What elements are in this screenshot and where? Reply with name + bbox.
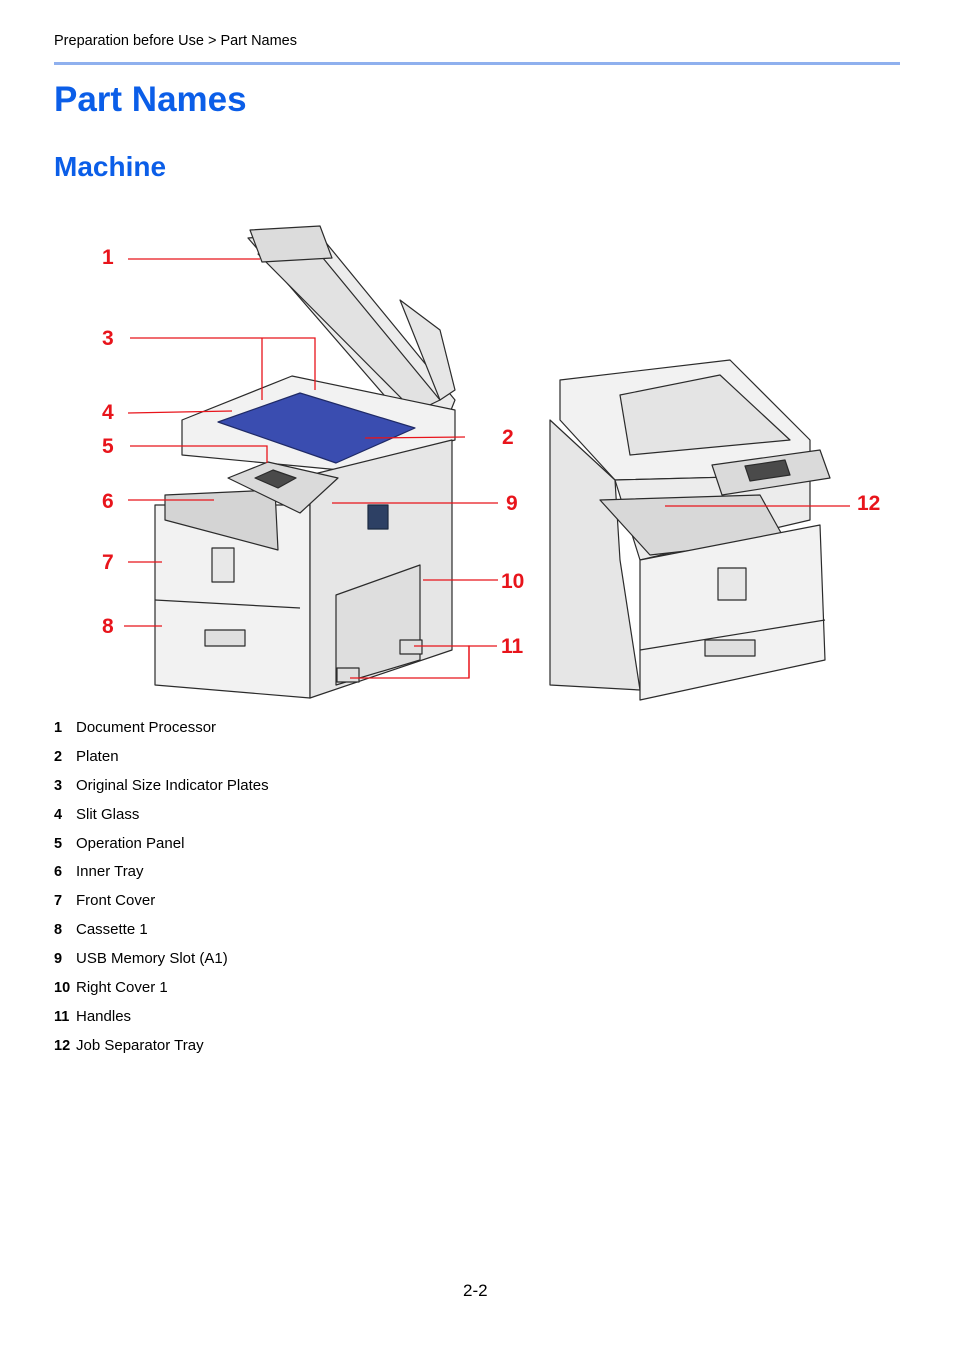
legend-number: 3 [54, 777, 63, 794]
legend-item: 3 Original Size Indicator Plates [54, 777, 269, 806]
legend-number: 6 [54, 864, 63, 881]
callout-1: 1 [102, 246, 114, 269]
callout-3: 3 [102, 327, 114, 350]
callout-9: 9 [506, 492, 518, 515]
legend-item: 8 Cassette 1 [54, 921, 269, 950]
legend-number: 9 [54, 951, 63, 968]
legend-label: Job Separator Tray [76, 1036, 204, 1054]
callout-10: 10 [501, 570, 524, 593]
page-number: 2-2 [463, 1281, 488, 1300]
machine-illustration: 1 2 3 4 5 6 7 8 9 10 11 12 [0, 200, 954, 710]
legend-label: Inner Tray [76, 863, 144, 881]
callout-11: 11 [501, 635, 524, 658]
legend-label: Operation Panel [76, 834, 185, 852]
legend-item: 10 Right Cover 1 [54, 979, 269, 1008]
section-title: Machine [54, 151, 167, 182]
header-rule [54, 62, 900, 65]
leader-lines [124, 258, 850, 679]
legend-label: Original Size Indicator Plates [76, 776, 269, 794]
legend-item: 2 Platen [54, 748, 269, 777]
legend-item: 6 Inner Tray [54, 863, 269, 892]
callout-8: 8 [102, 615, 114, 638]
breadcrumb: Preparation before Use > Part Names [54, 33, 297, 49]
callout-5: 5 [102, 435, 114, 458]
callout-2: 2 [502, 426, 514, 449]
legend-label: Document Processor [76, 719, 217, 736]
callout-12: 12 [857, 492, 880, 515]
legend-label: USB Memory Slot (A1) [76, 950, 228, 968]
callout-4: 4 [102, 401, 114, 424]
legend-label: Handles [76, 1007, 132, 1025]
legend-number: 1 [54, 720, 63, 736]
legend-item: 12 Job Separator Tray [54, 1037, 269, 1066]
legend-label: Slit Glass [76, 805, 140, 823]
legend-item: 4 Slit Glass [54, 806, 269, 835]
legend-number: 2 [54, 748, 63, 765]
legend-number: 4 [54, 806, 63, 823]
legend-label: Platen [76, 747, 119, 765]
callout-6: 6 [102, 490, 114, 513]
parts-legend: 1 Document Processor 2 Platen 3 Original Si… [54, 719, 269, 1066]
callout-7: 7 [102, 551, 114, 574]
legend-number: 10 [54, 980, 71, 997]
legend-item: 9 USB Memory Slot (A1) [54, 950, 269, 979]
legend-label: Front Cover [76, 892, 156, 910]
legend-item: 1 Document Processor [54, 719, 269, 748]
legend-item: 11 Handles [54, 1008, 269, 1037]
legend-number: 7 [54, 893, 63, 910]
legend-number: 5 [54, 835, 63, 852]
legend-label: Cassette 1 [76, 921, 148, 939]
machine-rear-view [549, 359, 831, 701]
legend-number: 12 [54, 1037, 71, 1054]
legend-label: Right Cover 1 [76, 979, 168, 997]
legend-number: 8 [54, 922, 63, 939]
page-title: Part Names [54, 80, 247, 119]
legend-number: 11 [54, 1008, 70, 1025]
legend-item: 5 Operation Panel [54, 835, 269, 864]
legend-item: 7 Front Cover [54, 892, 269, 921]
machine-front-view [154, 225, 456, 699]
